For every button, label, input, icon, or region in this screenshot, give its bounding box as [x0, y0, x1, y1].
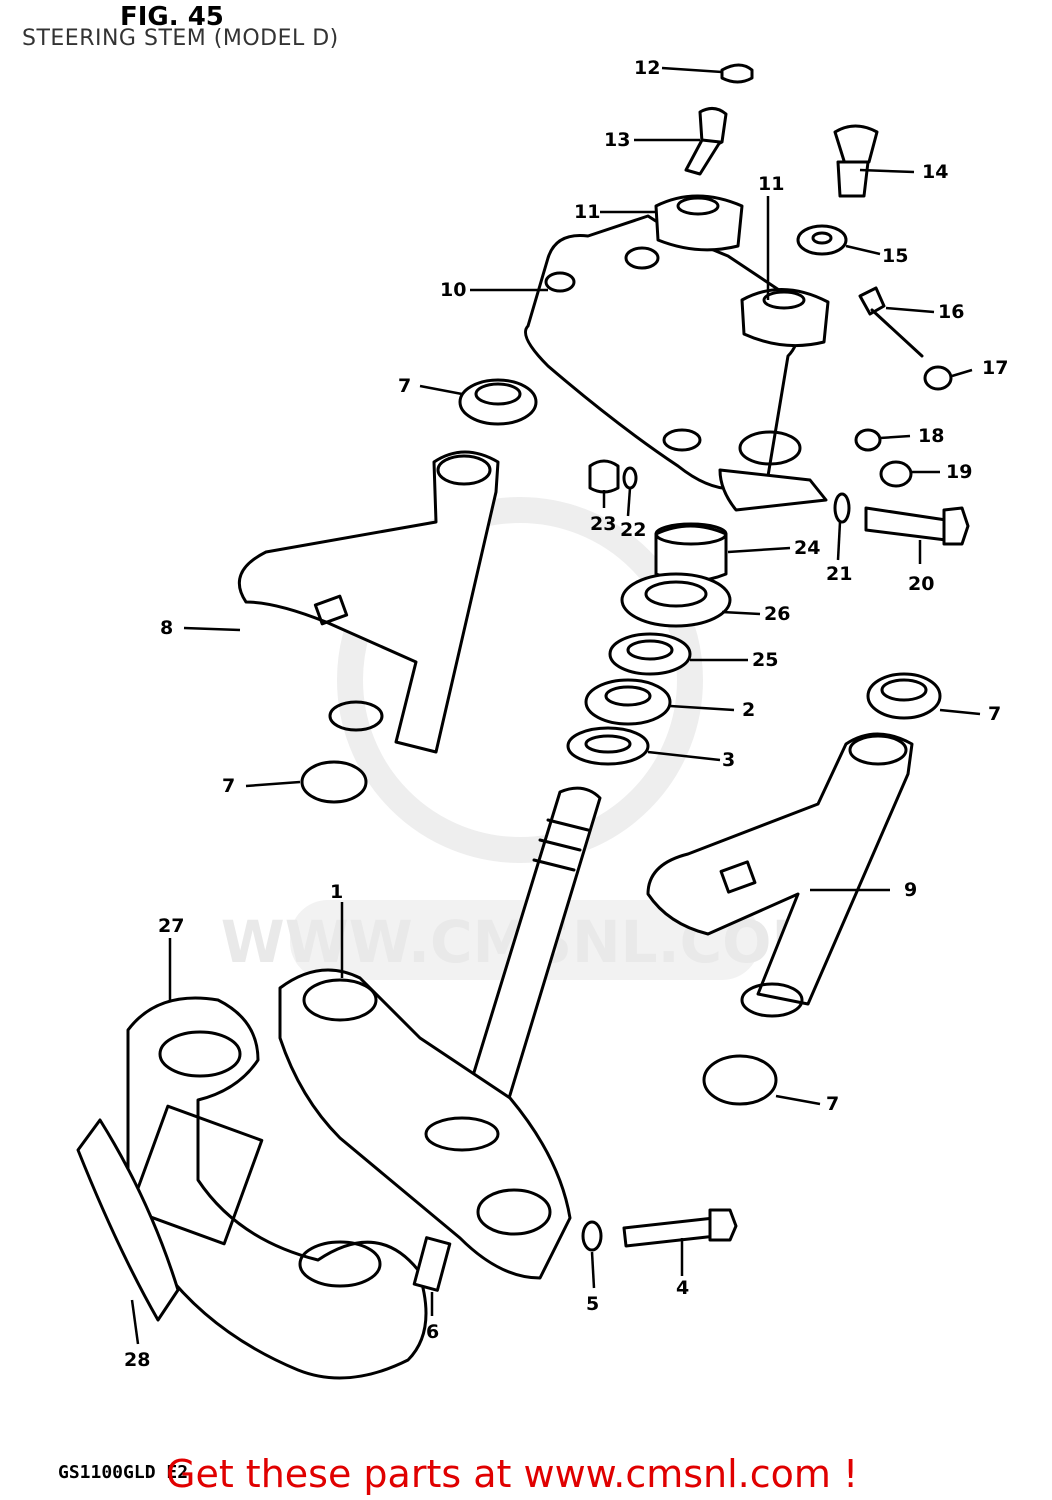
grommet-icon: [300, 760, 368, 804]
bolt-icon: [622, 1208, 738, 1248]
callout-6: 6: [426, 1321, 439, 1343]
bearing-icon: [608, 632, 692, 676]
callout-labels: 12 13 14 11 11 15 10 16 17 18 19 20 21 2…: [124, 57, 1008, 1371]
callout-12: 12: [634, 57, 660, 79]
callout-24: 24: [794, 537, 820, 559]
callout-7-b: 7: [222, 775, 235, 797]
callout-11-left: 11: [574, 201, 600, 223]
callout-27: 27: [158, 915, 184, 937]
callout-7-a: 7: [398, 375, 411, 397]
bearing-icon: [654, 522, 728, 583]
handle-holder-icon: [740, 288, 830, 348]
headlight-bracket-icon: [646, 732, 914, 1018]
callout-22: 22: [620, 519, 646, 541]
steering-stem-icon: [458, 786, 602, 1130]
bolt-icon: [864, 506, 970, 546]
callout-9: 9: [904, 879, 917, 901]
callout-25: 25: [752, 649, 778, 671]
bolt-icon: [720, 63, 754, 84]
callout-10: 10: [440, 279, 466, 301]
callout-17: 17: [982, 357, 1008, 379]
stem-cover-icon: [126, 996, 428, 1380]
bolt-icon: [833, 124, 879, 198]
callout-26: 26: [764, 603, 790, 625]
callout-19: 19: [946, 461, 972, 483]
callout-14: 14: [922, 161, 948, 183]
model-code: GS1100GLD E2: [58, 1462, 189, 1483]
callout-23: 23: [590, 513, 616, 535]
washer-icon: [833, 492, 851, 524]
callout-18: 18: [918, 425, 944, 447]
bearing-icon: [620, 572, 732, 628]
callout-3: 3: [722, 749, 735, 771]
label-icon: [412, 1236, 452, 1292]
handle-holder-icon: [654, 194, 744, 252]
callout-7-d: 7: [826, 1093, 839, 1115]
bolt-icon: [684, 107, 728, 176]
emblem-icon: [76, 1118, 180, 1322]
leader-lines: [130, 66, 981, 1345]
grommet-icon: [702, 1054, 778, 1106]
nut-icon: [588, 459, 620, 494]
bearing-icon: [584, 678, 672, 726]
callout-1: 1: [330, 881, 343, 903]
washer-icon: [854, 428, 882, 452]
nut-icon: [879, 460, 913, 488]
callout-4: 4: [676, 1277, 689, 1299]
washer-icon: [566, 726, 650, 766]
callout-13: 13: [604, 129, 630, 151]
callout-15: 15: [882, 245, 908, 267]
washer-icon: [796, 224, 848, 256]
callout-21: 21: [826, 563, 852, 585]
upper-bracket-icon: [524, 214, 828, 512]
callout-7-c: 7: [988, 703, 1001, 725]
callout-11-right: 11: [758, 173, 784, 195]
page-title: STEERING STEM (MODEL D): [22, 26, 339, 51]
bolt-icon: [858, 286, 924, 358]
grommet-icon: [866, 672, 942, 720]
nut-icon: [923, 365, 953, 391]
callout-8: 8: [160, 617, 173, 639]
headlight-bracket-icon: [237, 450, 500, 754]
grommet-icon: [458, 378, 538, 426]
buy-parts-link[interactable]: Get these parts at www.cmsnl.com !: [166, 1452, 859, 1496]
washer-icon: [581, 1220, 603, 1252]
washer-icon: [622, 466, 638, 490]
callout-16: 16: [938, 301, 964, 323]
callout-28: 28: [124, 1349, 150, 1371]
callout-5: 5: [586, 1293, 599, 1315]
lower-bracket-icon: [278, 968, 572, 1280]
figure-label: FIG. 45: [120, 2, 224, 32]
callout-2: 2: [742, 699, 755, 721]
callout-20: 20: [908, 573, 934, 595]
